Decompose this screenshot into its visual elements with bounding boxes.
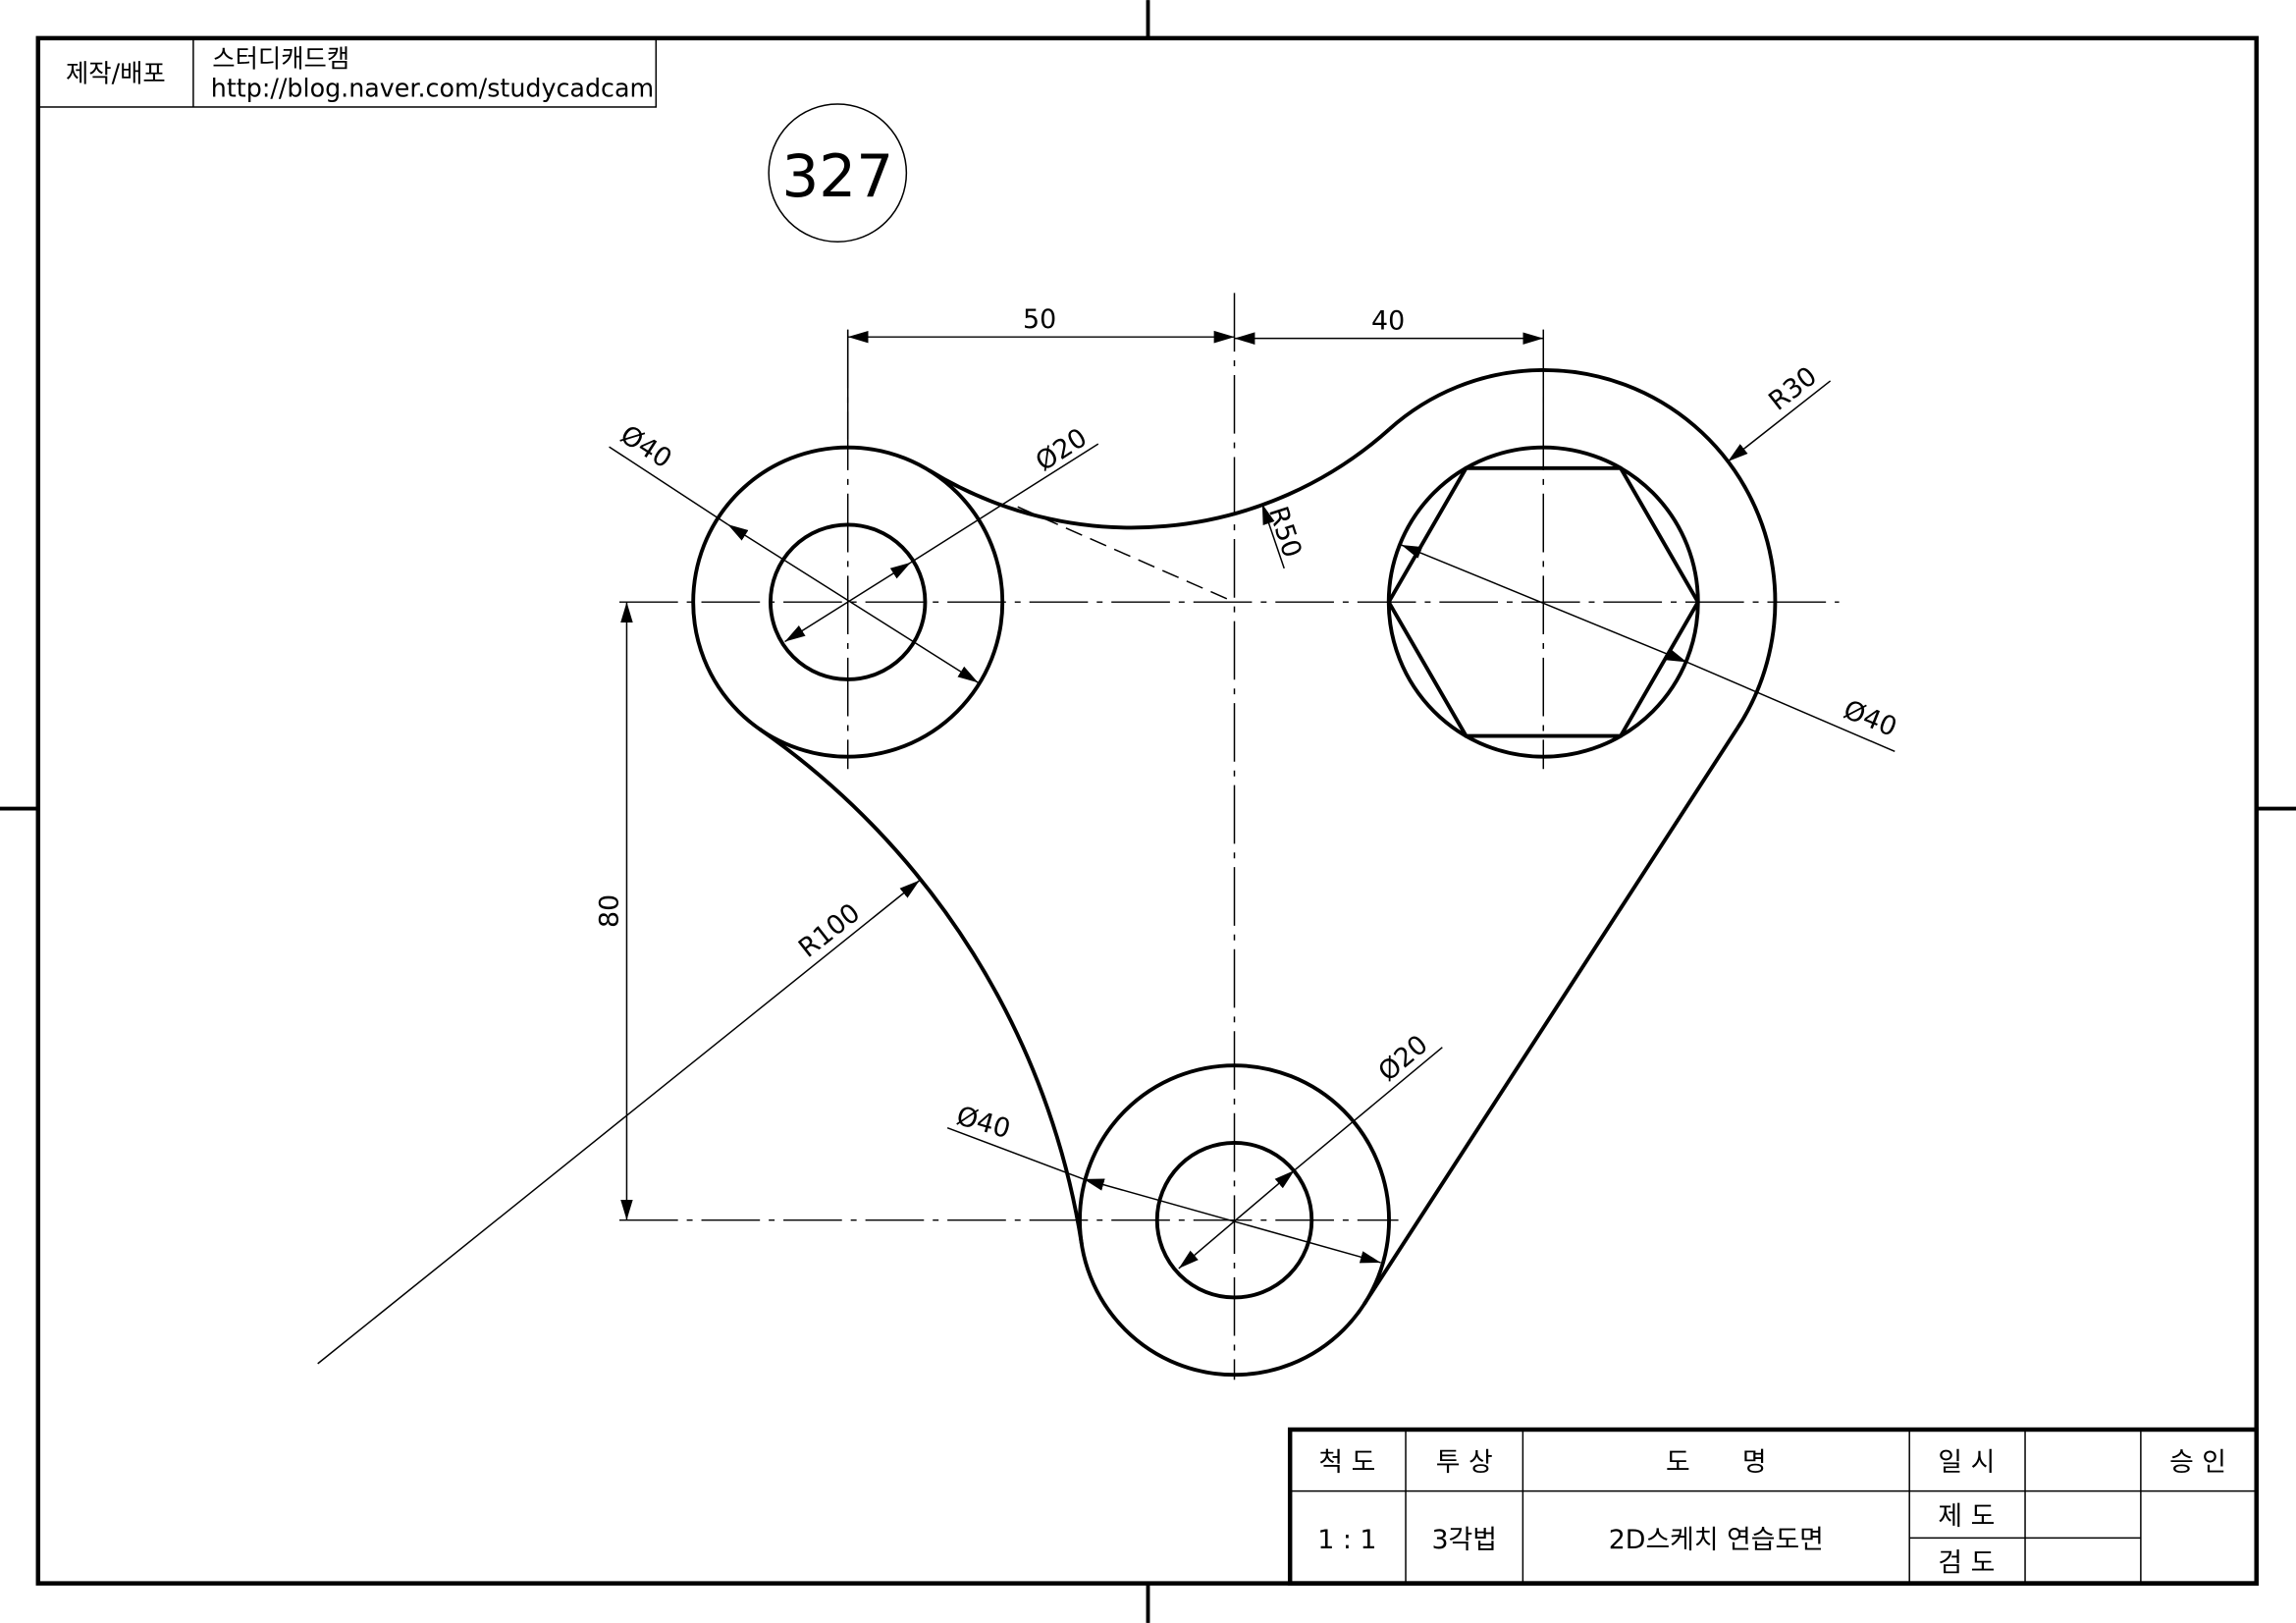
- r30-arc: [1388, 367, 1778, 730]
- tangent-line: [1362, 727, 1739, 1306]
- dim-left-outer-dia: Ø40: [614, 419, 676, 474]
- dim-bottom-outer-dia: Ø40: [953, 1101, 1014, 1145]
- dim-50: 50: [1023, 304, 1056, 335]
- scale-label: 척 도: [1318, 1447, 1375, 1478]
- dim-80: 80: [595, 894, 625, 928]
- producer-box: 제작/배포 스터디캐드캠 http://blog.naver.com/study…: [37, 37, 658, 108]
- part-outline: [691, 367, 1778, 1378]
- drawing-number-balloon: [768, 103, 908, 243]
- scale-value: 1 : 1: [1317, 1525, 1376, 1555]
- drawing-name-label: 도 명: [1666, 1447, 1767, 1478]
- drawing-name-value: 2D스케치 연습도면: [1609, 1525, 1824, 1555]
- title-block: 척 도 투 상 도 명 일 시 승 인 1 : 1 3각법 2D스케치 연습도면…: [1287, 1427, 2259, 1586]
- dim-right-dia: Ø40: [1840, 694, 1901, 742]
- checked-by-label: 검 도: [1938, 1548, 1995, 1579]
- dimension-lines: [317, 329, 1896, 1365]
- approval-label: 승 인: [2169, 1447, 2226, 1478]
- producer-label: 제작/배포: [66, 59, 166, 88]
- left-outer-circle: [691, 445, 1005, 759]
- date-label: 일 시: [1938, 1447, 1995, 1478]
- drawing-border: [35, 35, 2259, 1586]
- r100-arc: [758, 727, 1084, 1245]
- dim-40: 40: [1371, 306, 1405, 337]
- dim-left-inner-dia: Ø20: [1031, 422, 1093, 477]
- bottom-outer-circle: [1078, 1063, 1391, 1378]
- dim-r100: R100: [793, 897, 866, 963]
- r50-arc: [928, 427, 1391, 530]
- producer-name: 스터디캐드캠: [212, 44, 349, 74]
- dimension-texts: 50 40 80 Ø40 Ø20 Ø40 R30 R50 R100 Ø20 Ø4…: [595, 304, 1901, 1145]
- drawn-by-label: 제 도: [1938, 1501, 1995, 1532]
- dim-r30: R30: [1763, 361, 1823, 417]
- projection-label: 투 상: [1436, 1447, 1493, 1478]
- hexagon: [1386, 465, 1701, 738]
- projection-value: 3각법: [1431, 1525, 1496, 1555]
- dim-r50: R50: [1262, 503, 1308, 562]
- producer-url[interactable]: http://blog.naver.com/studycadcam: [211, 74, 654, 103]
- drawing-number: 327: [781, 143, 893, 211]
